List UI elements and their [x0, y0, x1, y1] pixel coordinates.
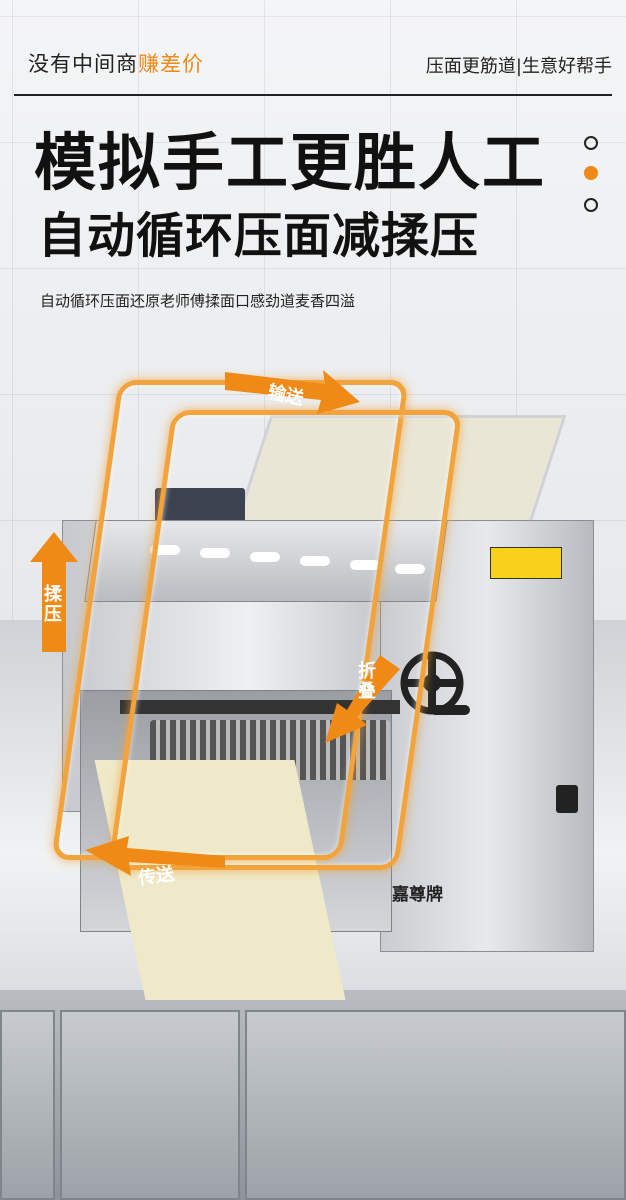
cabinet-door-left: [0, 1010, 55, 1200]
headline-line-1: 模拟手工更胜人工: [34, 126, 547, 199]
hand-wheel-icon: [400, 651, 470, 715]
arrow-right-icon: [225, 370, 360, 414]
flow-label-transfer: 传送: [136, 863, 176, 890]
tagline-prefix: 没有中间商: [28, 52, 138, 76]
control-panel: [155, 488, 245, 526]
plate-slot-icon: [350, 560, 380, 570]
decor-dot-filled: [584, 166, 598, 180]
plate-slot-icon: [150, 545, 180, 555]
flow-label-knead: 揉压: [44, 584, 62, 625]
warning-sticker: [490, 547, 562, 579]
arrow-up-icon: [30, 532, 78, 652]
plate-slot-icon: [250, 552, 280, 562]
subtitle: 自动循环压面还原老师傅揉面口感劲道麦香四溢: [40, 292, 356, 310]
plate-slot-icon: [200, 548, 230, 558]
header-divider: [14, 94, 612, 96]
power-switch: [556, 785, 578, 813]
cabinet-door-right: [245, 1010, 626, 1200]
plate-slot-icon: [395, 564, 425, 574]
plate-slot-icon: [300, 556, 330, 566]
decor-dot-outline-top: [584, 136, 598, 150]
arrow-down-left-icon: [325, 655, 400, 743]
cabinet-door-middle: [60, 1010, 240, 1200]
output-slot: [120, 700, 400, 714]
top-tagline: 没有中间商赚差价: [28, 48, 204, 78]
flow-label-fold: 折叠: [358, 661, 376, 702]
headline-line-2: 自动循环压面减揉压: [38, 208, 480, 264]
tagline-highlight: 赚差价: [138, 52, 204, 76]
brand-plate: 嘉尊牌: [392, 885, 443, 905]
right-tagline: 压面更筋道|生意好帮手: [425, 56, 612, 77]
decor-dot-outline-bottom: [584, 198, 598, 212]
arrow-left-icon: [85, 836, 225, 876]
